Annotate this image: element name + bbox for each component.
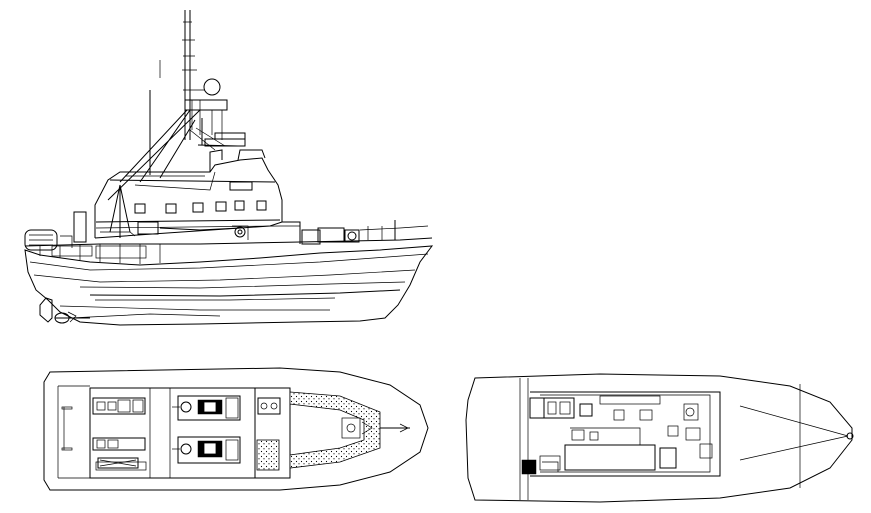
porthole-window (165, 203, 177, 214)
mast-rigging (107, 10, 239, 238)
porthole-window (234, 200, 245, 211)
foredeck-equipment (232, 220, 429, 245)
side-elevation-view (24, 10, 434, 326)
porthole-window (256, 200, 267, 211)
porthole-window (192, 202, 204, 213)
fuel-tank-hatched (289, 391, 381, 469)
superstructure (94, 132, 283, 239)
engine-port (172, 436, 241, 464)
hatch-dark-square (521, 459, 537, 475)
lower-deck-plan-view (43, 367, 429, 491)
engine-starboard (172, 395, 241, 421)
radar-dome-icon (203, 78, 221, 96)
hull-profile (24, 237, 434, 326)
store-hatched (256, 439, 280, 471)
porthole-window (215, 201, 227, 212)
porthole-window (134, 203, 146, 214)
main-deck-plan-view (465, 373, 854, 503)
stern-deck-equipment (24, 211, 87, 251)
propeller-rudder (39, 297, 90, 324)
